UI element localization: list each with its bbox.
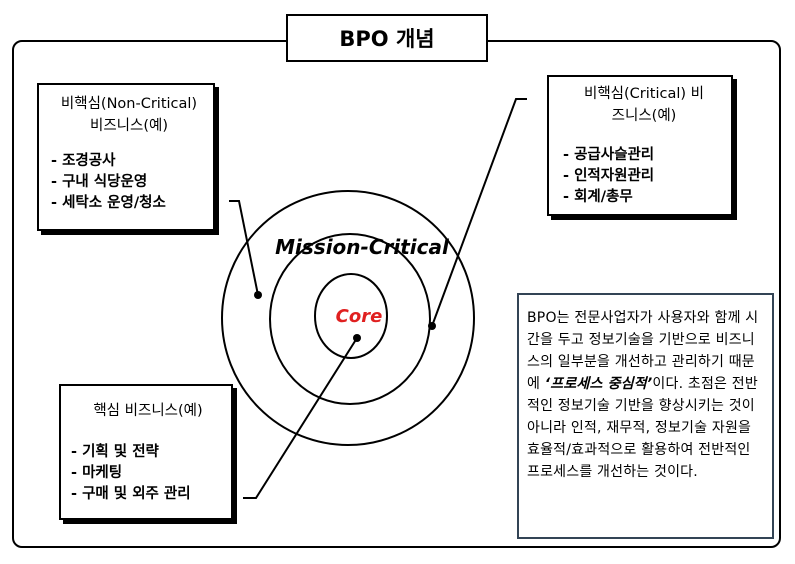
- list-item: 기획 및 전략: [71, 442, 225, 463]
- list-item: 구내 식당운영: [51, 172, 207, 193]
- critical-list: 공급사슬관리 인적자원관리 회계/총무: [563, 145, 725, 208]
- list-item: 회계/총무: [563, 187, 725, 208]
- middle-ring: [269, 233, 431, 405]
- leader-line-core: [243, 337, 358, 499]
- non-critical-business-box: 비핵심(Non-Critical) 비즈니스(예) 조경공사 구내 식당운영 세…: [37, 83, 215, 231]
- list-item: 구매 및 외주 관리: [71, 484, 225, 505]
- list-item: 조경공사: [51, 151, 207, 172]
- leader-dot-noncritical: [254, 291, 262, 299]
- leader-dot-critical: [428, 322, 436, 330]
- mission-critical-label: Mission-Critical: [275, 235, 450, 259]
- outer-ring: [221, 190, 475, 446]
- core-header: 핵심 비즈니스(예): [93, 403, 203, 419]
- leader-line-noncritical: [229, 200, 259, 296]
- non-critical-list: 조경공사 구내 식당운영 세탁소 운영/청소: [51, 151, 207, 214]
- core-business-box: 핵심 비즈니스(예) 기획 및 전략 마케팅 구매 및 외주 관리: [59, 384, 233, 520]
- non-critical-header-line1: 비핵심(Non-Critical): [60, 96, 198, 112]
- bpo-description-box: BPO는 전문사업자가 사용자와 함께 시간을 두고 정보기술을 기반으로 비즈…: [517, 293, 774, 539]
- description-text-part1: BPO는 전문사업자가 사용자와 함께 시간을 두고 정보기술을 기반으로 비즈…: [527, 310, 759, 392]
- leader-line-critical: [431, 98, 527, 327]
- non-critical-header-line2: 비즈니스(예): [89, 118, 168, 134]
- core-list: 기획 및 전략 마케팅 구매 및 외주 관리: [71, 442, 225, 505]
- core-label: Core: [336, 306, 383, 327]
- critical-business-box: 비핵심(Critical) 비 즈니스(예) 공급사슬관리 인적자원관리 회계/…: [547, 75, 733, 216]
- leader-dot-core: [353, 334, 361, 342]
- critical-header-line2: 즈니스(예): [611, 108, 677, 124]
- description-emphasis: ‘프로세스 중심적’: [544, 376, 653, 392]
- list-item: 세탁소 운영/청소: [51, 193, 207, 214]
- list-item: 마케팅: [71, 463, 225, 484]
- description-text-part2: 이다. 초점은 전반적인 정보기술 기반을 향상시키는 것이 아니라 인적, 재…: [527, 376, 758, 480]
- page-title: BPO 개념: [286, 14, 488, 62]
- inner-ring: [314, 273, 388, 359]
- critical-header-line1: 비핵심(Critical) 비: [584, 86, 704, 102]
- list-item: 공급사슬관리: [563, 145, 725, 166]
- list-item: 인적자원관리: [563, 166, 725, 187]
